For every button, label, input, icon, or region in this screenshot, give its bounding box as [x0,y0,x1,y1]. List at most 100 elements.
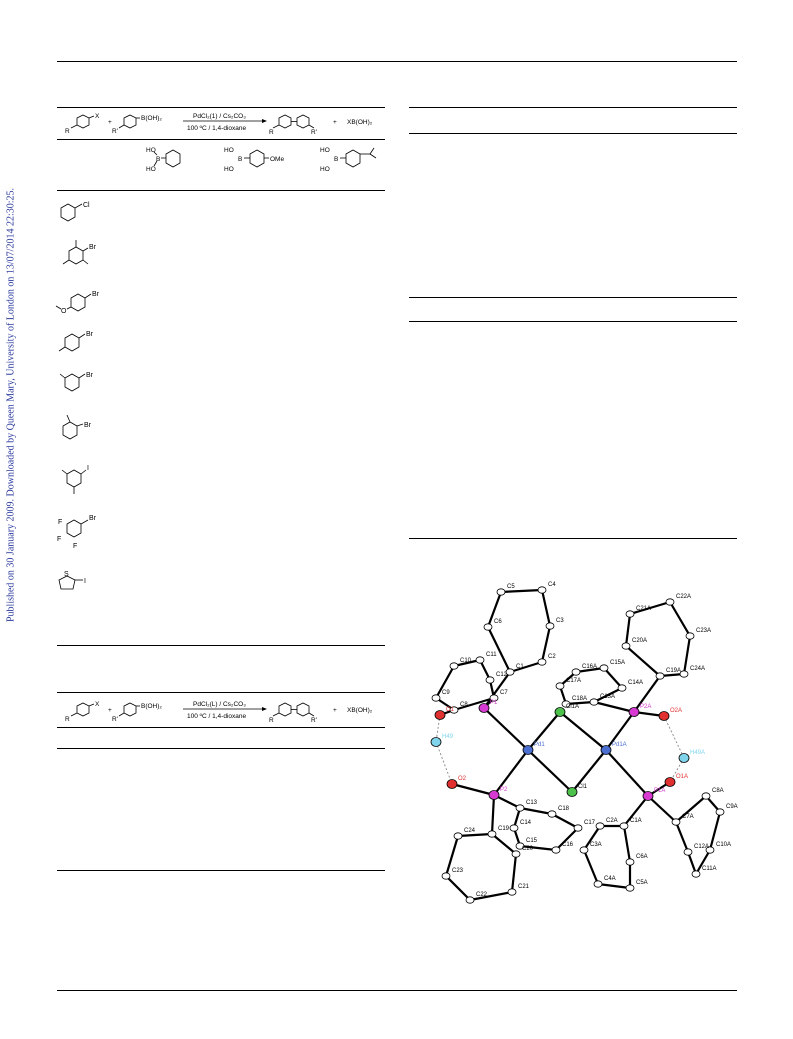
bond-C23-C22 [444,874,472,902]
atom-Pd1A [600,745,612,755]
bond-C2-C1 [508,660,544,674]
atom-label-C4: C4 [548,582,556,588]
bond-C21-C20 [510,852,518,894]
atom-label-C5: C5 [507,584,515,590]
atom-C2 [537,658,547,666]
atom-label-C20A: C20A [632,638,647,644]
bond-C11A-C12A [686,850,698,876]
bond-C1-C6 [486,625,512,674]
aryl-halide-8-halogen: Br [89,515,97,522]
reaction-scheme-1: X R + R' B(OH)₂ PdCl₂(1) / Cs₂CO₃ 100 ºC… [65,113,373,136]
atom-label-Pd1: Pd1 [534,742,545,748]
bond-C9A-C10A [708,810,722,852]
atom-label-C8A: C8A [712,788,724,794]
atom-label-P2A: P2A [640,704,651,710]
atom-P1 [478,703,490,713]
atom-P2A [628,707,640,717]
atom-C15A [599,664,609,672]
atom-H49 [430,737,442,747]
aryl-halide-7-halogen: I [87,465,89,472]
atom-label-C23: C23 [452,868,464,874]
right-table2-top-rule [409,297,737,298]
atom-label-Cl1A: Cl1A [566,704,579,710]
bond-C13A-C14A [592,686,624,704]
atom-C12A [683,848,693,856]
top-page-rule [57,61,737,62]
aryl-halide-iodo-xylene: I [61,465,89,494]
atom-label-C16: C16 [562,842,574,848]
atom-label-C10: C10 [460,658,472,664]
aryl-halide-4-bromoanisole: Br O [55,291,100,315]
atom-C11 [475,656,485,664]
atom-C20A [621,642,631,650]
aryl-halide-8-f1: F [58,519,62,526]
atom-label-C9A: C9A [726,804,738,810]
bond-C15A-C14A [602,666,624,690]
bond-C8-C7 [452,696,496,712]
atom-label-C8: C8 [460,702,468,708]
atom-C23 [441,872,451,880]
aryl-halide-3-oxygen: O [61,308,67,315]
atom-C4A [593,880,603,888]
bond-C6-C5 [486,590,503,629]
bond-C15-C16 [518,844,558,852]
table2-header-rule [57,727,385,728]
bond-P1-Pd1 [482,706,530,752]
bond-C16-C17 [554,826,580,852]
atom-C4 [537,586,547,594]
atom-label-C24: C24 [464,828,476,834]
atom-C16A [571,668,581,676]
bond-C4-C3 [540,588,552,628]
atom-C24A [679,670,689,678]
aryl-halide-9-halogen: I [84,578,86,585]
bond-C7A-C8A [674,794,708,824]
atom-label-C21A: C21A [636,606,651,612]
atom-O2 [446,779,458,789]
table2-top-rule [57,692,385,693]
atom-label-C13: C13 [526,800,538,806]
boronic-acid-1: HO B HO [146,147,181,173]
atom-label-C3A: C3A [590,842,602,848]
atom-C3A [579,846,589,854]
bond-C19-C20 [490,832,518,856]
atom-label-C15: C15 [526,838,538,844]
atom-C12 [485,676,495,684]
atom-label-C7A: C7A [682,814,694,820]
bond-C24-C23 [444,834,460,878]
scheme1-plus2: + [333,119,337,126]
scheme1-byproduct: XB(OH)₂ [347,119,373,126]
boronic-acid-3-ho-bottom: HO [320,166,330,173]
scheme2-boronic-r: R' [112,716,118,723]
bond-C3-C2 [540,624,552,664]
atom-label-C13A: C13A [600,694,615,700]
bond-C19A-C20A [624,644,662,678]
bond-C13-C18 [518,806,554,816]
boronic-acid-3-b: B [334,156,338,163]
scheme2-plus1: + [108,707,112,714]
atom-C19A [655,672,665,680]
bond-C5-C4 [499,588,544,594]
atom-Cl1 [566,787,578,797]
aryl-halide-2-halogen: Br [89,244,97,251]
atom-label-C12: C12 [496,672,508,678]
atom-P1A [642,791,654,801]
atom-label-C17A: C17A [566,678,581,684]
bond-P2A-C13A [592,700,636,714]
atom-C3 [545,622,555,630]
atom-C14 [509,824,519,832]
atom-C20 [511,850,521,858]
bond-Pd1A-P2A [604,710,636,752]
atom-label-C2: C2 [548,654,556,660]
atom-label-C4A: C4A [604,876,616,882]
atom-label-C15A: C15A [610,660,625,666]
atom-label-C24A: C24A [690,666,705,672]
bond-P2-O2 [450,782,496,797]
atom-P2 [488,790,500,800]
aryl-halide-3-bromotoluene: Br [59,372,94,392]
scheme2-boronic-group: B(OH)₂ [141,703,162,710]
aryl-halide-2-bromotoluene: Br [62,414,92,440]
atom-C16 [551,846,561,854]
reaction-scheme-2: X R + R' B(OH)₂ PdCl₂(L) / Cs₂CO₃ 100 ºC… [65,701,373,724]
atom-C15 [515,842,525,850]
atom-label-C6A: C6A [636,854,648,860]
